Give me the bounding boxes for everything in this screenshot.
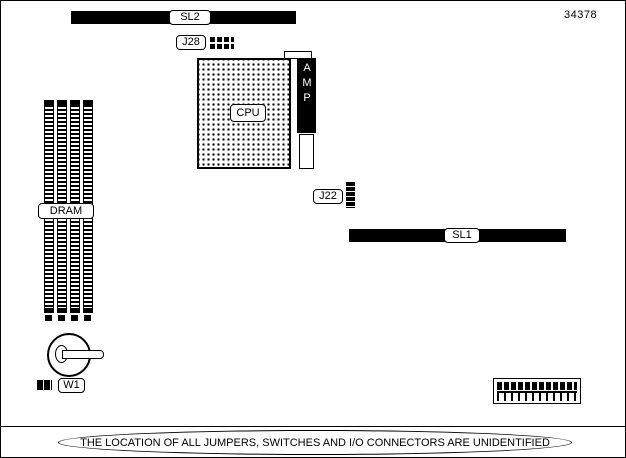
slot-sl1-label: SL1 [444, 228, 480, 243]
dram-slot-1-foot [45, 315, 52, 321]
caption-ellipse: THE LOCATION OF ALL JUMPERS, SWITCHES AN… [58, 430, 572, 455]
jumper-j22-label: J22 [313, 189, 343, 204]
io-connector-pins [497, 382, 577, 390]
io-connector [493, 378, 581, 404]
slot-sl2-label: SL2 [169, 10, 211, 25]
amp-label: AMP [301, 62, 313, 107]
cpu-label: CPU [230, 104, 266, 122]
dram-slot-3-foot [71, 315, 78, 321]
amp-chip: AMP [297, 58, 316, 133]
jumper-j28-pins [210, 37, 234, 50]
battery-rod [62, 350, 104, 359]
dram-slot-4-foot [84, 315, 91, 321]
caption-text: THE LOCATION OF ALL JUMPERS, SWITCHES AN… [80, 436, 550, 449]
jumper-j28-label: J28 [176, 35, 206, 50]
dram-label: DRAM [38, 203, 94, 219]
jumper-w1-pins [37, 380, 52, 390]
frame-divider [1, 426, 625, 427]
amp-lower-connector [299, 134, 314, 169]
io-connector-comb [497, 391, 577, 401]
dram-slot-2-foot [58, 315, 65, 321]
jumper-j22-pins [346, 182, 355, 208]
figure-number: 34378 [564, 9, 598, 21]
jumper-w1-label: W1 [58, 378, 85, 393]
